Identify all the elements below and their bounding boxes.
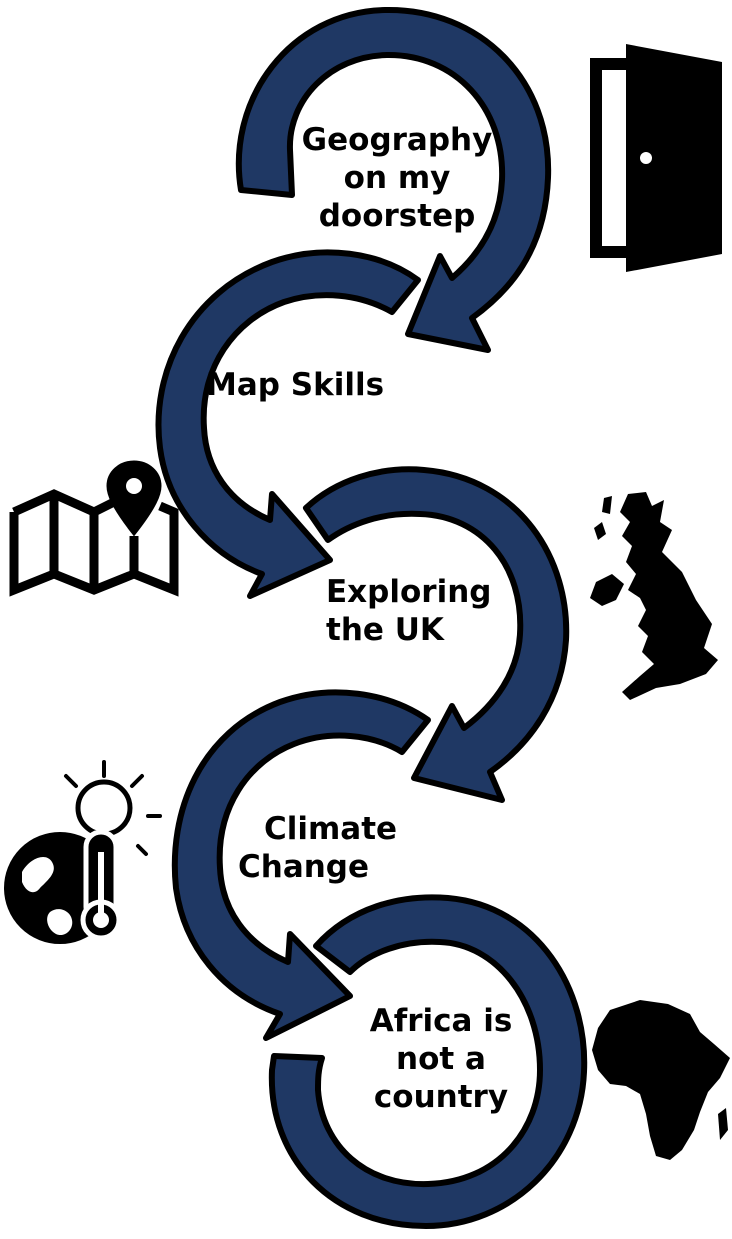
topic-label-climate-change: Climate Change xyxy=(238,810,428,886)
topic-label-geography-on-my-doorstep: Geography on my doorstep xyxy=(284,121,510,235)
topic-label-africa-is-not-a-country: Africa is not a country xyxy=(346,1002,536,1116)
topic-1-line-1: Geography xyxy=(301,122,493,158)
topic-5-line-3: country xyxy=(373,1079,509,1115)
map-pin-icon xyxy=(9,460,179,597)
door-icon xyxy=(590,44,722,272)
arrow-4-body xyxy=(171,689,431,1041)
journey-arrow-1 xyxy=(235,6,552,353)
arrow-5-body xyxy=(268,894,588,1229)
climate-thermometer-icon xyxy=(0,760,162,948)
topic-4-line-1: Climate xyxy=(264,811,398,847)
topic-label-map-skills: Map Skills xyxy=(206,366,416,404)
uk-map-icon xyxy=(590,492,718,700)
topic-3-line-1: Exploring xyxy=(326,574,492,610)
journey-arrow-5 xyxy=(268,894,588,1229)
topic-4-line-2: Change xyxy=(238,849,370,885)
journey-arrow-4 xyxy=(171,689,431,1041)
journey-arrow-3 xyxy=(303,466,570,803)
topic-2-line-1: Map Skills xyxy=(206,367,385,403)
journey-arrow-2 xyxy=(155,249,421,599)
topic-5-line-1: Africa is xyxy=(369,1003,513,1039)
topic-3-line-2: the UK xyxy=(326,612,444,648)
topic-5-line-2: not a xyxy=(396,1041,486,1077)
arrow-3-body xyxy=(303,466,570,803)
topic-label-exploring-the-uk: Exploring the UK xyxy=(326,573,530,649)
topic-1-line-3: doorstep xyxy=(318,198,476,234)
topic-1-line-2: on my xyxy=(343,160,451,196)
arrow-2-body xyxy=(155,249,421,599)
africa-map-icon xyxy=(592,1000,730,1160)
arrow-1-body xyxy=(235,6,552,353)
